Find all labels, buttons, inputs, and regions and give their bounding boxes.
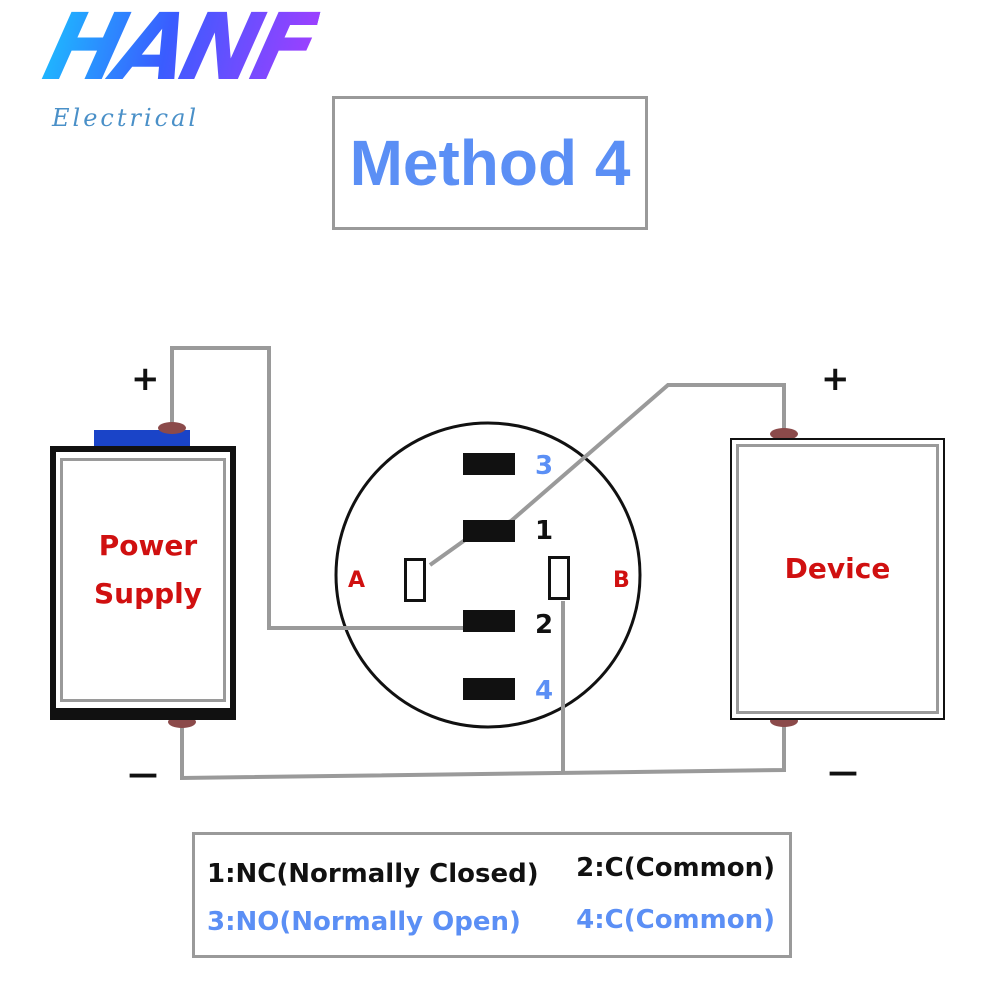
legend-no: 3:NO(Normally Open) (207, 907, 521, 937)
device-inner-frame (736, 444, 939, 714)
pin-1 (463, 520, 515, 542)
brand-logo-subtitle: Electrical (52, 104, 200, 132)
side-b-label: B (613, 568, 630, 593)
legend-common-2: 2:C(Common) (576, 853, 775, 883)
pin-legend: 1:NC(Normally Closed) 2:C(Common) 3:NO(N… (192, 832, 792, 958)
pin-4-label: 4 (535, 676, 554, 706)
side-a-label: A (348, 568, 366, 593)
power-supply-box (50, 446, 236, 720)
contact-b (548, 556, 570, 600)
device-minus-sign: — (828, 755, 858, 790)
wire-ps-positive-to-pin2 (170, 346, 465, 630)
power-supply-label-line2: Supply (93, 577, 203, 610)
power-supply-label-line1: Power (98, 529, 198, 562)
page-title: Method 4 (349, 127, 631, 199)
pin-1-label: 1 (535, 516, 554, 546)
pin-3-label: 3 (535, 451, 554, 481)
pin-2 (463, 610, 515, 632)
pin-3 (463, 453, 515, 475)
device-positive-terminal (770, 428, 798, 440)
device-plus-sign: + (821, 359, 850, 399)
contact-a (404, 558, 426, 602)
switch-body (334, 421, 642, 729)
legend-nc: 1:NC(Normally Closed) (207, 859, 539, 889)
device-label: Device (784, 552, 891, 585)
pin-2-label: 2 (535, 610, 554, 640)
title-box: Method 4 (332, 96, 648, 230)
power-supply-label: Power Supply (50, 522, 246, 618)
wire-pin1-to-device-positive (428, 383, 786, 567)
wire-ps-negative-to-device-negative (180, 722, 786, 781)
ps-positive-terminal (158, 422, 186, 434)
pin-4 (463, 678, 515, 700)
device-box (730, 438, 945, 720)
ps-minus-sign: — (128, 757, 158, 792)
power-supply-positive-cap (94, 430, 190, 446)
power-supply-inner-frame (60, 458, 226, 702)
legend-common-4: 4:C(Common) (576, 905, 775, 935)
ps-plus-sign: + (131, 359, 160, 399)
